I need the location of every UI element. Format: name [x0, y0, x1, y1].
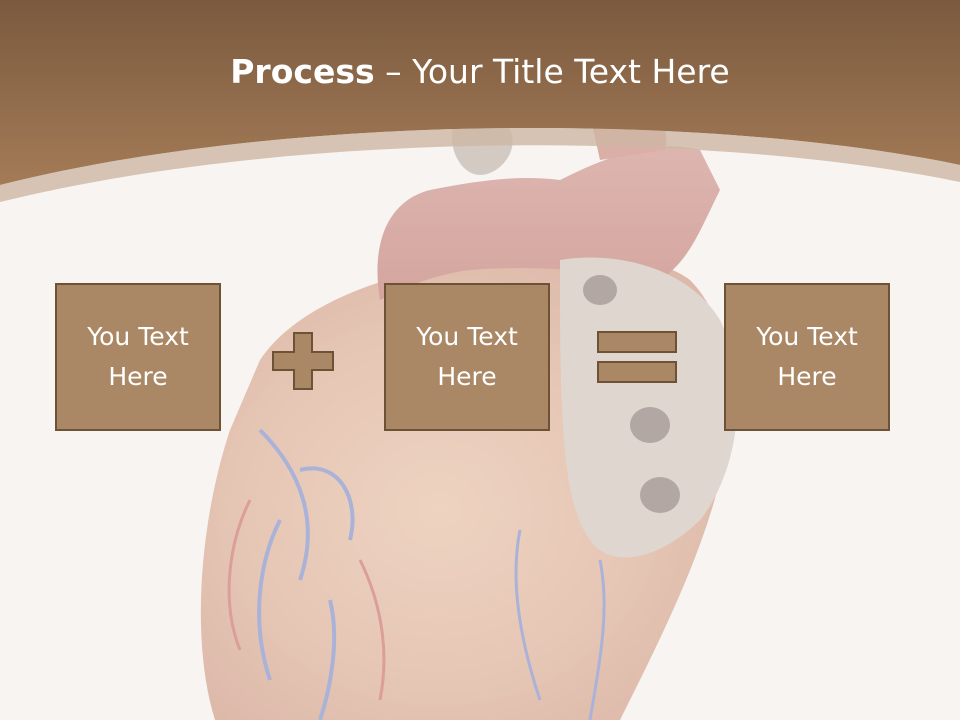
process-box-3-text: You Text Here: [756, 322, 858, 391]
title-rest: – Your Title Text Here: [374, 52, 730, 91]
slide-title: Process – Your Title Text Here: [0, 52, 960, 91]
plus-icon: [272, 332, 334, 390]
process-box-2-text: You Text Here: [416, 322, 518, 391]
header-band: [0, 0, 960, 185]
process-box-2[interactable]: You Text Here: [384, 283, 550, 431]
process-box-1-text: You Text Here: [87, 322, 189, 391]
process-box-1[interactable]: You Text Here: [55, 283, 221, 431]
equals-icon: [597, 331, 677, 383]
process-box-3[interactable]: You Text Here: [724, 283, 890, 431]
title-bold: Process: [230, 52, 375, 91]
header-swoosh: [0, 127, 960, 202]
